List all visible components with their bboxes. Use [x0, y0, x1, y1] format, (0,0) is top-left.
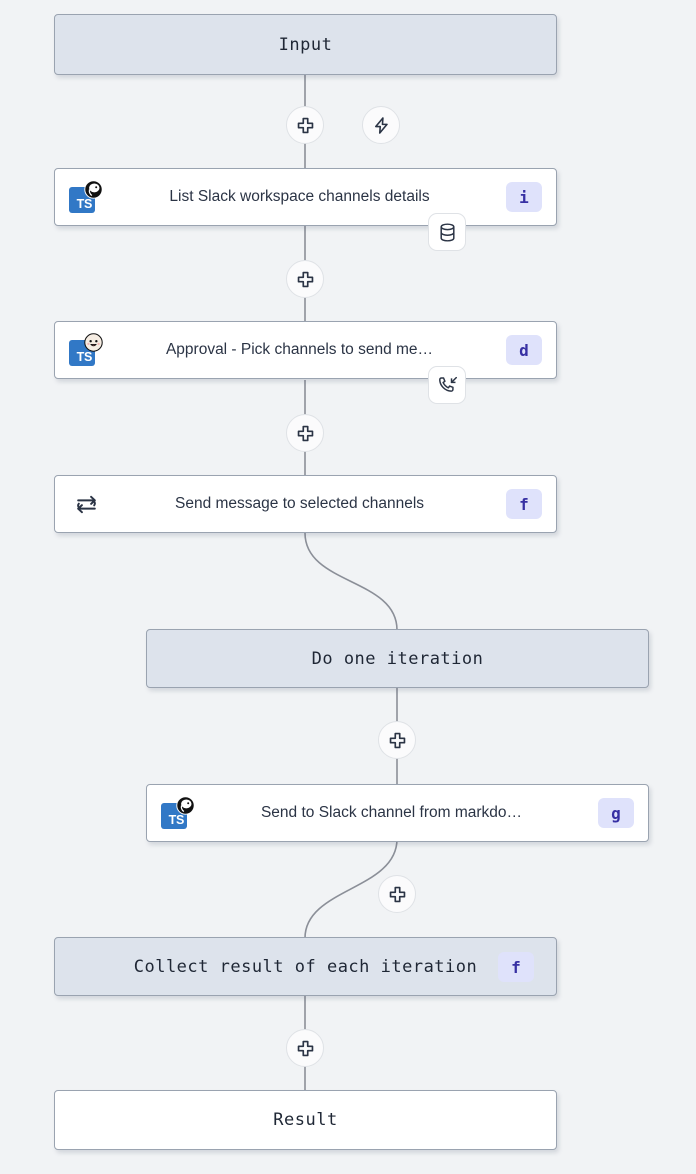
- typescript-deno-icon: TS: [69, 180, 103, 214]
- deno-icon: [84, 180, 103, 199]
- approval-attachment-badge[interactable]: [428, 366, 466, 404]
- node-list-slack-channels-label: List Slack workspace channels details: [169, 188, 430, 205]
- plus-icon: [389, 886, 405, 902]
- node-send-message-selected-channels-label: Send message to selected channels: [174, 495, 425, 512]
- add-step-after-approval-button[interactable]: [286, 414, 324, 452]
- node-result-label: Result: [273, 1110, 338, 1130]
- database-icon: [439, 222, 455, 242]
- node-input[interactable]: Input: [54, 14, 557, 75]
- node-collect-result[interactable]: Collect result of each iteration f: [54, 937, 557, 996]
- typescript-bun-icon: TS: [69, 333, 103, 367]
- node-approval-pick-channels-label: Approval - Pick channels to send me…: [165, 341, 434, 358]
- lightning-icon: [374, 116, 388, 134]
- add-step-after-collect-button[interactable]: [286, 1029, 324, 1067]
- plus-icon: [297, 425, 313, 441]
- database-attachment-badge[interactable]: [428, 213, 466, 251]
- plus-icon: [389, 732, 405, 748]
- node-do-one-iteration[interactable]: Do one iteration: [146, 629, 649, 688]
- plus-icon: [297, 271, 313, 287]
- edge-send-to-iteration: [304, 532, 398, 631]
- phone-incoming-icon: [438, 376, 457, 392]
- add-step-after-input-button[interactable]: [286, 106, 324, 144]
- node-do-one-iteration-label: Do one iteration: [311, 648, 484, 669]
- add-step-after-iteration-button[interactable]: [378, 721, 416, 759]
- node-input-label: Input: [278, 34, 333, 55]
- node-list-slack-channels[interactable]: TS List Slack workspace channels details…: [54, 168, 557, 226]
- node-send-message-selected-channels[interactable]: Send message to selected channels f: [54, 475, 557, 533]
- node-approval-pick-channels-badge: d: [506, 335, 542, 365]
- node-send-to-slack-markdown-label: Send to Slack channel from markdo…: [260, 804, 523, 821]
- node-send-message-selected-channels-badge: f: [506, 489, 542, 519]
- run-trigger-button[interactable]: [362, 106, 400, 144]
- node-collect-result-label: Collect result of each iteration: [133, 956, 478, 977]
- node-collect-result-badge: f: [498, 952, 534, 982]
- typescript-deno-icon: TS: [161, 796, 195, 830]
- node-result[interactable]: Result: [54, 1090, 557, 1150]
- node-send-to-slack-markdown[interactable]: TS Send to Slack channel from markdo… g: [146, 784, 649, 842]
- node-list-slack-channels-badge: i: [506, 182, 542, 212]
- add-step-after-slack-markdown-button[interactable]: [378, 875, 416, 913]
- bun-icon: [84, 333, 103, 352]
- loop-icon: [69, 487, 103, 521]
- deno-icon: [176, 796, 195, 815]
- plus-icon: [297, 117, 313, 133]
- plus-icon: [297, 1040, 313, 1056]
- node-send-to-slack-markdown-badge: g: [598, 798, 634, 828]
- node-approval-pick-channels[interactable]: TS Approval - Pick channels to send me… …: [54, 321, 557, 379]
- add-step-after-list-channels-button[interactable]: [286, 260, 324, 298]
